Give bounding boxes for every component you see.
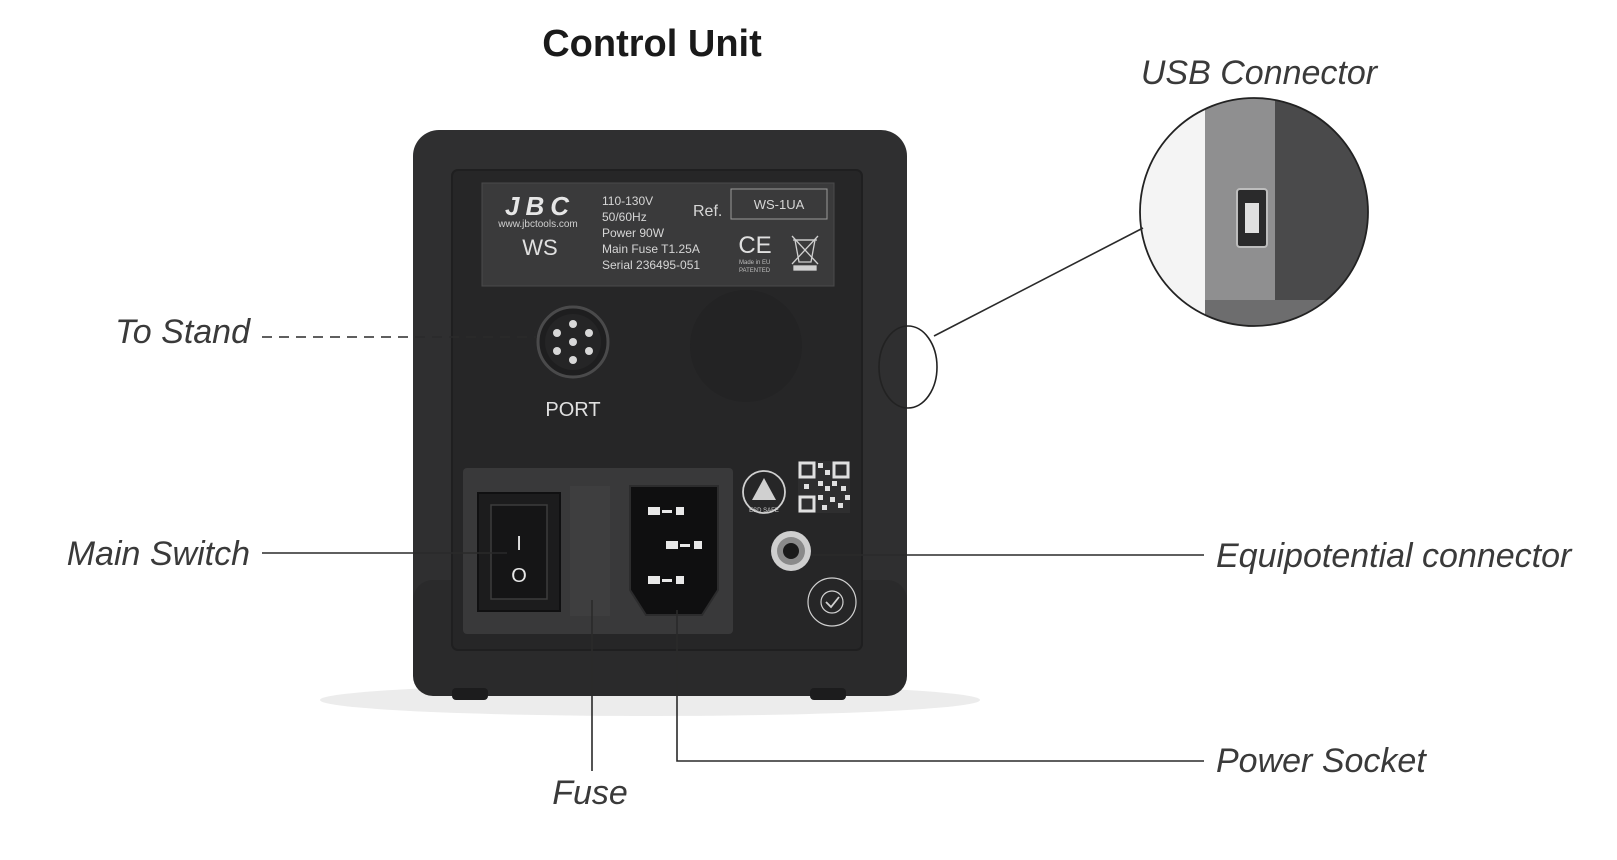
usb-connector-label: USB Connector [1141,54,1379,92]
fuse-drawer [570,486,610,616]
ref-value-text: WS-1UA [754,197,805,212]
port-label: PORT [545,399,600,421]
rating-label: JBC www.jbctools.com WS 110-130V 50/60Hz… [481,182,835,287]
made-in-text: Made in EU [739,260,770,266]
equipotential-connector [771,531,811,571]
usb-inset-leader [933,227,1144,337]
to-stand-label: To Stand [115,313,251,351]
power-socket [629,485,719,616]
equipotential-connector-label: Equipotential connector [1216,537,1573,575]
power-entry-module: I O [463,468,733,634]
frequency-text: 50/60Hz [602,210,647,224]
main-switch-label: Main Switch [67,535,250,573]
power-text: Power 90W [602,226,665,240]
rating-label-plate [481,182,835,287]
voltage-text: 110-130V [602,194,653,208]
blank-round-cover [690,290,802,402]
website-text: www.jbctools.com [497,219,577,230]
fuse-label: Fuse [552,774,628,812]
model-text: WS [522,235,557,260]
power-socket-label: Power Socket [1216,742,1427,780]
quality-control-stamp [807,577,857,627]
main-switch-rocker [490,504,548,600]
power-socket-pins [648,507,702,584]
patented-text: PATENTED [739,268,771,274]
device-foot-right [810,688,846,700]
qr-code [798,461,850,513]
svg-text:ESD SAFE: ESD SAFE [749,508,779,514]
device-foot-left [452,688,488,700]
esd-safe-icon: ESD SAFE [742,470,786,514]
ref-value-box [730,188,828,220]
brand-logo-text: JBC [505,191,575,221]
stand-port-connector [536,305,610,379]
ref-label-text: Ref. [693,203,722,220]
ce-mark-text: CE [738,232,771,259]
page-title: Control Unit [542,23,762,65]
switch-off-symbol: O [511,565,527,587]
power-socket-leader [676,610,1204,762]
usb-connector-inset [1139,97,1369,327]
serial-text: Serial 236495-051 [602,258,700,272]
weee-bin-icon [791,235,819,271]
main-fuse-text: Main Fuse T1.25A [602,242,700,256]
switch-on-symbol: I [516,533,522,555]
usb-highlight-ellipse [878,325,938,409]
